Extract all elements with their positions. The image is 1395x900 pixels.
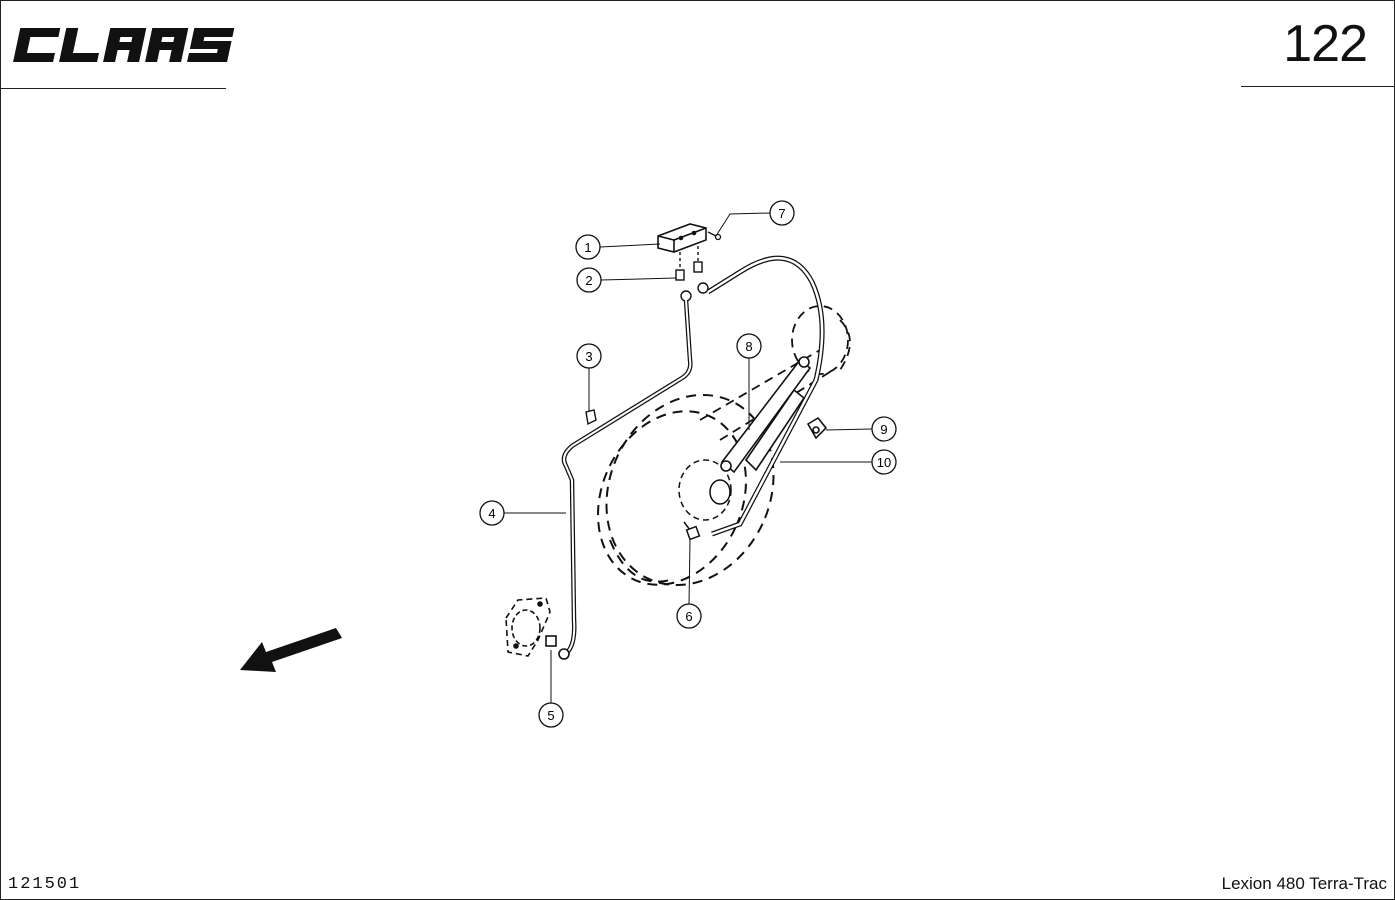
item-10-hose (706, 255, 825, 537)
item-3-clip (585, 409, 597, 426)
drawing-code: 121501 (8, 875, 82, 894)
model-name: Lexion 480 Terra-Trac (1221, 874, 1387, 893)
wheel-hub (678, 459, 732, 521)
callout-3-label: 3 (585, 349, 592, 364)
callout-2-label: 2 (585, 273, 592, 288)
item-8-strut (720, 356, 812, 474)
page-number-rule (1241, 86, 1395, 87)
item-7-screw (707, 231, 722, 241)
item-2-fittings (675, 246, 709, 302)
callout-9: 9 (871, 416, 897, 442)
callout-1: 1 (575, 234, 601, 260)
callout-5-label: 5 (547, 708, 554, 723)
callout-4-label: 4 (488, 506, 495, 521)
callout-10-label: 10 (877, 455, 891, 470)
callout-2: 2 (576, 267, 602, 293)
callout-8: 8 (736, 333, 762, 359)
callout-7-label: 7 (778, 206, 785, 221)
callout-1-label: 1 (584, 240, 591, 255)
callout-8-label: 8 (745, 339, 752, 354)
callout-9-label: 9 (880, 422, 887, 437)
callout-6-label: 6 (685, 609, 692, 624)
page-number: 122 (1283, 15, 1368, 73)
callout-3: 3 (576, 343, 602, 369)
item-6-fitting (683, 521, 701, 541)
callout-10: 10 (871, 449, 897, 475)
item-1-block (657, 223, 707, 253)
callout-6: 6 (676, 603, 702, 629)
callout-5: 5 (538, 702, 564, 728)
callout-4: 4 (479, 500, 505, 526)
callout-7: 7 (769, 200, 795, 226)
claas-logo (13, 28, 235, 62)
direction-arrow (240, 628, 342, 672)
leader-lines (504, 212, 873, 703)
item-4-pipe (560, 299, 693, 659)
item-5-flange (505, 597, 570, 660)
logo-rule (0, 88, 226, 89)
item-9-clip (806, 416, 828, 440)
